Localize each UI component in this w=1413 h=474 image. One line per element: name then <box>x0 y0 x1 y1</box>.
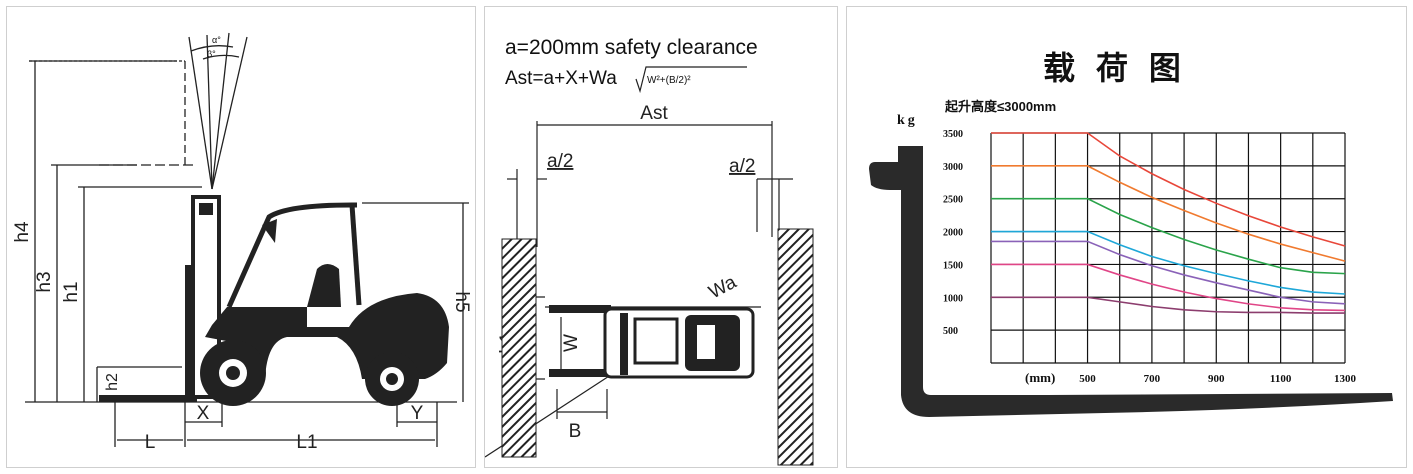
formula-root: W²+(B/2)² <box>647 75 691 86</box>
y-tick-label: 3000 <box>943 162 963 173</box>
label-l: L <box>145 432 156 453</box>
fork-graphic <box>869 146 1393 417</box>
x-tick-label: 1100 <box>1270 373 1292 385</box>
load-curve-1 <box>991 132 1346 247</box>
load-chart: 载 荷 图 起升高度≤3000mm kg 500 1000 1500 2000 2500… <box>869 50 1393 417</box>
label-a-half-right: a/2 <box>729 156 755 177</box>
fork <box>99 395 197 402</box>
left-rack <box>501 238 537 458</box>
aisle-width-diagram: a=200mm safety clearance Ast=a+X+Wa W²+(… <box>485 36 814 466</box>
label-b: B <box>569 421 582 442</box>
label-h1: h1 <box>61 281 82 302</box>
label-a-half-left: a/2 <box>547 151 573 172</box>
label-ast: Ast <box>640 103 668 124</box>
label-alpha: α° <box>212 35 221 45</box>
y-tick-label: 500 <box>943 326 958 337</box>
chart-title: 载 荷 图 <box>1043 50 1187 86</box>
formula-text: Ast=a+X+Wa <box>505 68 617 89</box>
y-tick-label: 2000 <box>943 228 963 239</box>
right-rack <box>777 228 814 466</box>
forklift-side-view-diagram: h4 h3 h1 h2 h5 L L1 X Y α° β° <box>12 32 472 453</box>
truck-top-view <box>549 305 755 379</box>
load-curve-3 <box>991 197 1346 275</box>
load-curve-7 <box>991 296 1345 314</box>
y-tick-label: 3500 <box>943 129 963 140</box>
y-tick-label: 1000 <box>943 293 963 304</box>
x-tick-label: 900 <box>1208 373 1225 385</box>
chart-grid <box>990 132 1346 364</box>
label-y: Y <box>411 403 424 424</box>
label-wa: Wa <box>705 272 740 304</box>
load-curve-2 <box>991 165 1346 262</box>
x-tick-label: 700 <box>1144 373 1161 385</box>
load-chart-panel: 载 荷 图 起升高度≤3000mm kg 500 1000 1500 2000 2500… <box>846 6 1407 468</box>
x-tick-label: 1300 <box>1334 373 1357 385</box>
safety-clearance-title: a=200mm safety clearance <box>505 36 758 59</box>
label-beta: β° <box>207 49 216 59</box>
label-h2: h2 <box>104 373 121 391</box>
chart-subtitle: 起升高度≤3000mm <box>944 99 1056 114</box>
label-w: W <box>561 334 582 352</box>
label-l1: L1 <box>296 432 317 453</box>
aisle-width-panel: a=200mm safety clearance Ast=a+X+Wa W²+(… <box>484 6 838 468</box>
forklift-side-view-panel: h4 h3 h1 h2 h5 L L1 X Y α° β° <box>6 6 476 468</box>
seat <box>307 264 341 307</box>
x-tick-label: 500 <box>1079 373 1096 385</box>
y-tick-label: 1500 <box>943 260 963 271</box>
load-curve-4 <box>991 230 1346 295</box>
x-axis-unit: (mm) <box>1025 370 1055 385</box>
load-curve-5 <box>991 240 1346 305</box>
y-axis-unit: kg <box>897 113 918 128</box>
y-tick-label: 2500 <box>943 195 963 206</box>
load-curve-6 <box>991 263 1346 312</box>
label-h4: h4 <box>12 221 33 243</box>
label-h5: h5 <box>451 291 472 312</box>
label-x: X <box>197 403 210 424</box>
overhead-guard <box>226 202 362 309</box>
label-h3: h3 <box>34 271 55 292</box>
